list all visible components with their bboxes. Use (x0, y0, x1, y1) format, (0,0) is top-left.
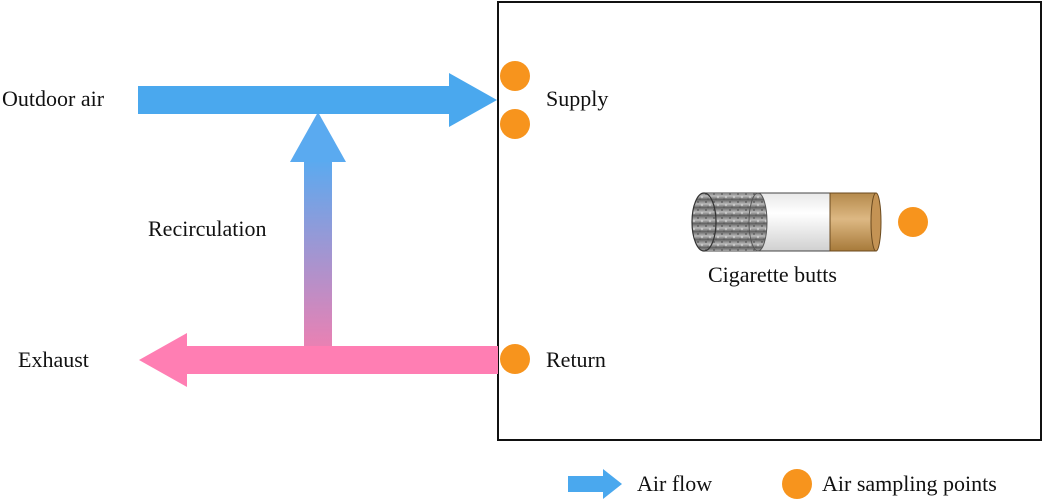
room-boundary (497, 1, 1042, 441)
exhaust-duct (186, 346, 498, 374)
cigarette-butts-label: Cigarette butts (708, 262, 837, 287)
exhaust-label: Exhaust (18, 347, 89, 372)
outdoor-air-label: Outdoor air (2, 86, 105, 111)
sampling-point-cigarette (898, 207, 928, 237)
recirculation-label: Recirculation (148, 216, 267, 241)
legend-air-flow-label: Air flow (637, 471, 713, 496)
return-label: Return (546, 347, 606, 372)
supply-label: Supply (546, 86, 609, 111)
legend-sampling-points-label: Air sampling points (822, 471, 997, 496)
sampling-point-return (500, 344, 530, 374)
legend-air-flow-icon (568, 469, 622, 499)
sampling-point-supply-upper (500, 61, 530, 91)
cigarette-butt-icon (691, 192, 882, 252)
recirculation-duct (304, 160, 332, 355)
exhaust-arrowhead (139, 333, 187, 387)
supply-duct (138, 86, 450, 114)
recirculation-arrowhead (290, 112, 346, 162)
supply-arrowhead (449, 73, 497, 127)
sampling-point-supply-lower (500, 109, 530, 139)
legend-sampling-point-icon (782, 469, 812, 499)
